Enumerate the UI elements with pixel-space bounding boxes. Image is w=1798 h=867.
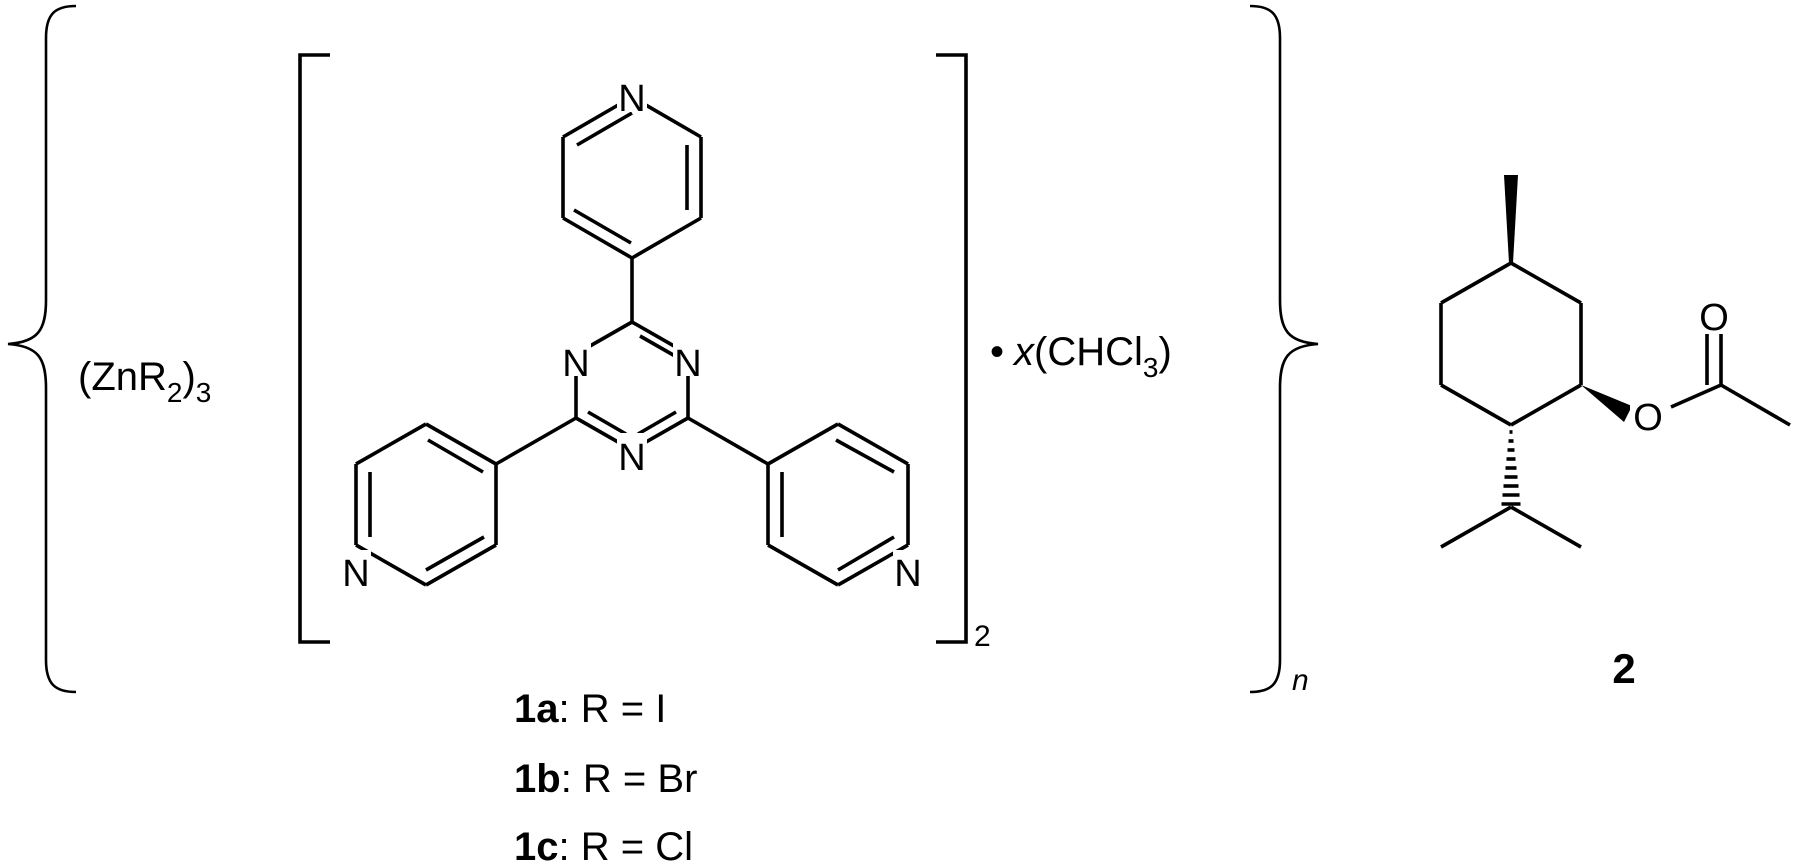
atom-n-right-pyridine: N [894, 553, 921, 595]
label-1a: 1a: R = I [514, 687, 666, 731]
atom-n-top-pyridine: N [618, 78, 645, 120]
pyridine-ring-right [766, 422, 910, 587]
pyridine-ring-left [354, 422, 498, 587]
atom-n-triazine-right: N [674, 343, 701, 385]
right-square-bracket [936, 53, 968, 644]
tpt-ligand: N N N N N N [341, 72, 923, 595]
atom-n-left-pyridine: N [342, 553, 369, 595]
pyridine-ring-top [561, 95, 703, 260]
left-curly-brace [7, 4, 77, 694]
label-1b: 1b: R = Br [514, 757, 697, 801]
left-square-bracket [298, 53, 330, 644]
triazine-ring [574, 320, 690, 452]
atom-n-triazine-bottom: N [618, 437, 645, 479]
polymer-subscript-n: n [1292, 664, 1309, 697]
hashed-bond-isopropyl [1501, 430, 1521, 506]
label-1c: 1c: R = Cl [514, 825, 693, 867]
wedge-bond-oxygen [1581, 385, 1632, 422]
compound-1-labels: 1a: R = I 1b: R = Br 1c: R = Cl [514, 687, 697, 867]
atom-o-carbonyl: O [1699, 297, 1729, 339]
atom-n-triazine-left: N [562, 343, 589, 385]
menthyl-acetate-structure: O O [1439, 175, 1791, 549]
atom-o-ester: O [1633, 397, 1663, 439]
chloroform-solvate: •x(CHCl3) [990, 330, 1172, 383]
zinc-halide-unit: (ZnR2)3 [78, 355, 211, 408]
label-compound-2: 2 [1612, 645, 1635, 692]
wedge-bond-methyl [1504, 175, 1518, 263]
right-curly-brace [1249, 4, 1319, 694]
bracket-subscript: 2 [974, 620, 991, 653]
